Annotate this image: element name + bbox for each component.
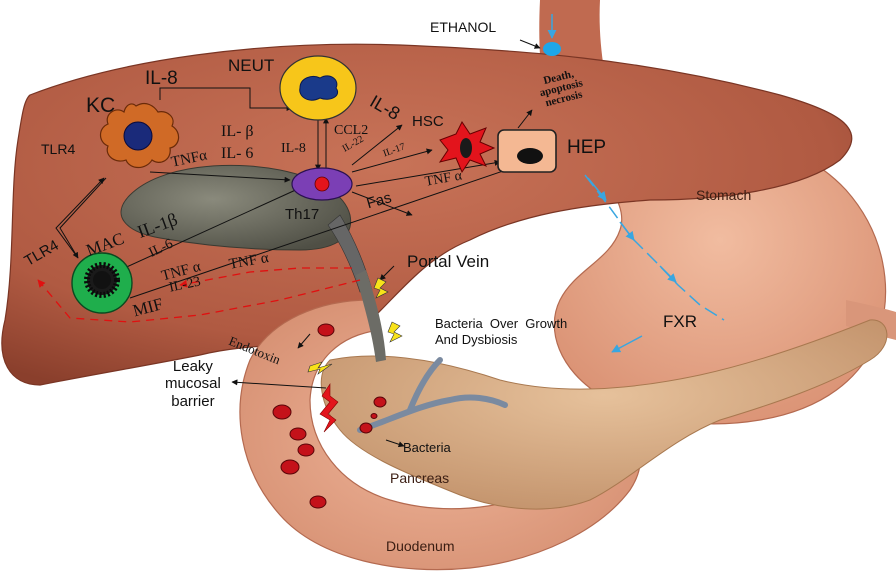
- hep-label: HEP: [567, 138, 606, 157]
- il8-mid-label: IL-8: [281, 142, 306, 156]
- mac-core: [93, 271, 111, 289]
- il-beta-label: IL- β: [221, 124, 254, 140]
- kc-nucleus: [124, 122, 152, 150]
- tlr4-upper-label: TLR4: [41, 142, 75, 156]
- stomach-label: Stomach: [696, 188, 751, 202]
- hep-nucleus: [517, 148, 543, 164]
- pancreas-label: Pancreas: [390, 471, 449, 485]
- il8-top-label: IL-8: [145, 69, 178, 88]
- bacteria-label: Bacteria: [403, 441, 451, 454]
- bacteria-growth-label: Bacteria Over Growth And Dysbiosis: [435, 316, 567, 349]
- th17-nucleus: [315, 177, 329, 191]
- kc-label: KC: [86, 95, 115, 116]
- neut-label: NEUT: [228, 57, 274, 74]
- th17-label: Th17: [285, 207, 319, 222]
- portal-vein-label: Portal Vein: [407, 253, 489, 270]
- duodenum-label: Duodenum: [386, 539, 455, 553]
- hsc-nucleus: [460, 138, 472, 158]
- neut-nucleus: [300, 76, 338, 100]
- leaky-barrier-label: Leaky mucosal barrier: [165, 358, 221, 410]
- fxr-label: FXR: [663, 313, 697, 330]
- ccl2-label: CCL2: [334, 124, 368, 138]
- ethanol-drop-icon: [543, 42, 561, 56]
- il6-label-a: IL- 6: [221, 146, 253, 162]
- ethanol-pointer: [520, 40, 540, 48]
- ethanol-label: ETHANOL: [430, 20, 496, 34]
- hsc-label: HSC: [412, 114, 444, 129]
